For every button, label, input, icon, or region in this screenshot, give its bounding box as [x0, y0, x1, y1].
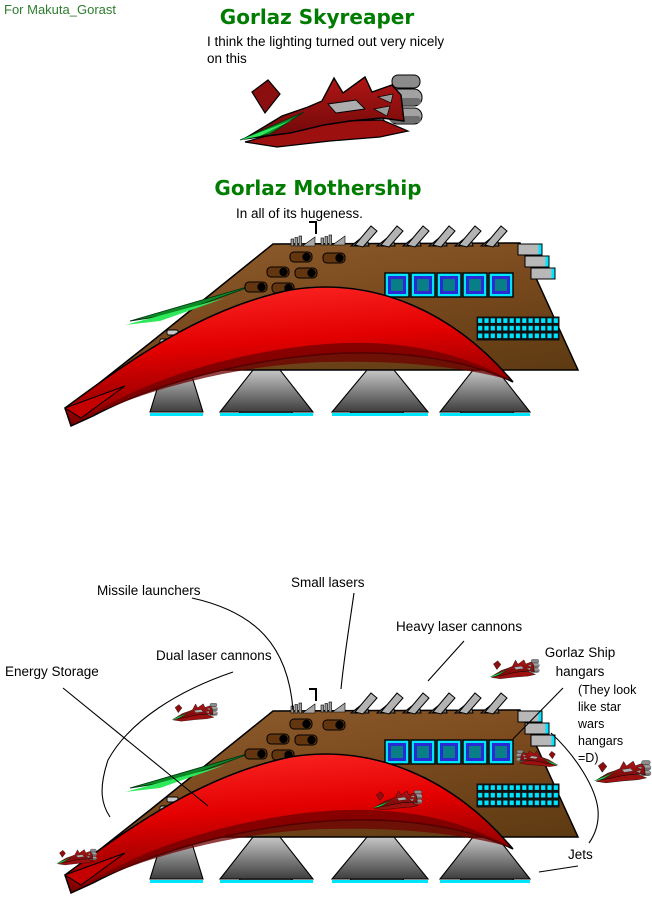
mini-skyreaper-1 — [171, 703, 218, 722]
dedication-text: For Makuta_Gorast — [4, 2, 116, 17]
line-jets-curve — [550, 732, 599, 844]
mothership-title: Gorlaz Mothership — [214, 176, 422, 200]
label-heavy-laser-cannons: Heavy laser cannons — [396, 619, 523, 634]
skyreaper-title: Gorlaz Skyreaper — [219, 5, 415, 29]
line-heavy-laser-cannons — [427, 640, 465, 682]
label-jets: Jets — [568, 847, 593, 862]
line-missile-launchers — [191, 597, 294, 711]
label-small-lasers: Small lasers — [291, 575, 365, 590]
label-energy-storage: Energy Storage — [5, 664, 99, 679]
label-hangars-note: (They look like star wars hangars =D) — [578, 683, 637, 765]
label-dual-laser-cannons: Dual laser cannons — [156, 648, 272, 663]
mothership-annotated-drawing — [65, 689, 578, 893]
annotation-lines — [62, 592, 599, 873]
mothership-drawing — [65, 222, 578, 426]
line-dual-laser-cannons — [101, 671, 234, 818]
line-energy-storage — [62, 687, 209, 807]
skyreaper-drawing — [239, 74, 423, 148]
skyreaper-caption: I think the lighting turned out very nic… — [207, 34, 445, 66]
label-missile-launchers: Missile launchers — [97, 583, 201, 598]
mothership-caption: In all of its hugeness. — [236, 206, 363, 221]
label-ship-hangars: Gorlaz Ship hangars — [544, 645, 616, 679]
line-jets-tick — [538, 865, 579, 873]
line-small-lasers — [340, 592, 355, 690]
line-ship-hangars — [512, 687, 564, 740]
